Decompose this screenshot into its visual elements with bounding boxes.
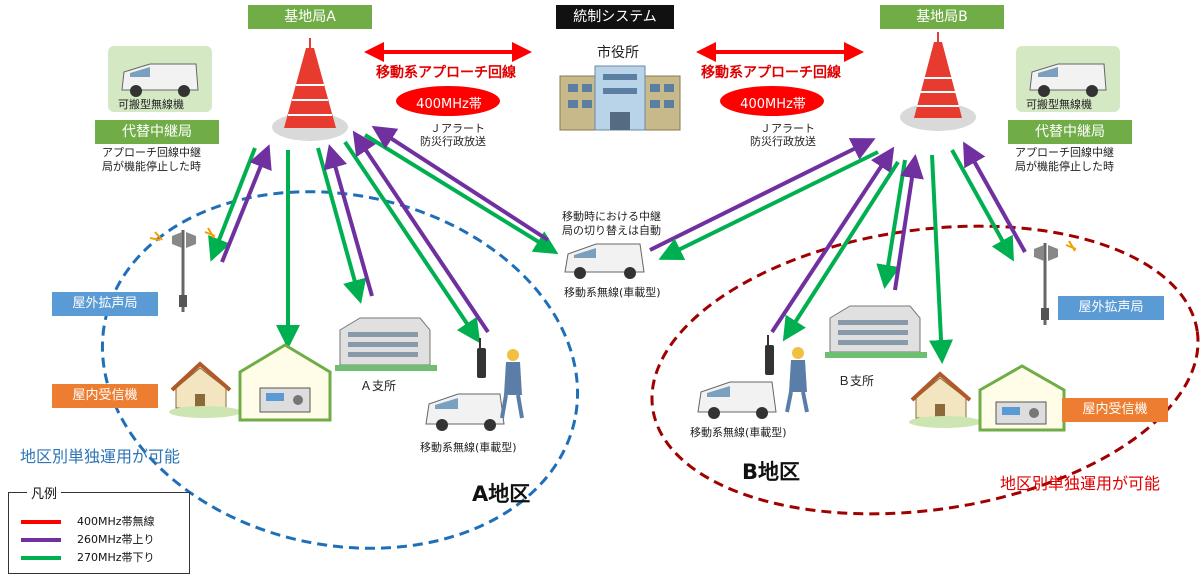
outdoor-speaker-a-icon [149, 227, 216, 312]
link-a-branch-green [316, 147, 367, 304]
band-badge-left-label: 400MHz帯 [416, 97, 482, 112]
indoor-receiver-left-label: 屋内受信機 [52, 384, 158, 408]
band-badge-right [720, 86, 824, 116]
person-a-icon [500, 349, 524, 419]
legend-title: 凡例 [27, 483, 62, 502]
mobile-van-center-icon [564, 243, 645, 279]
legend-item-270: 270MHz帯下り [21, 549, 155, 565]
base-station-a-label: 基地局A [248, 5, 372, 29]
indoor-receiver-right-label: 屋内受信機 [1062, 398, 1168, 422]
legend-item-260: 260MHz帯上り [21, 531, 155, 547]
link-a-mobile-green [363, 133, 559, 255]
portable-van-left-icon [121, 63, 199, 97]
legend-label-260: 260MHz帯上り [77, 533, 155, 546]
portable-radio-left-label: 可搬型無線機 [118, 98, 184, 111]
legend-swatch-green [21, 556, 61, 560]
portable-radio-right-label: 可搬型無線機 [1026, 98, 1092, 111]
mobile-b-label: 移動系無線(車載型) [690, 426, 787, 439]
branch-a-label: Ａ支所 [360, 379, 397, 393]
link-b-branch-purple [893, 154, 924, 291]
legend-item-400: 400MHz帯無線 [21, 513, 155, 529]
legend-label-270: 270MHz帯下り [77, 551, 155, 564]
relay-note-right-line1: アプローチ回線中継 [1015, 146, 1114, 159]
outdoor-station-left-label: 屋外拡声局 [52, 292, 158, 316]
link-a-outdoor-purple [220, 144, 272, 263]
branch-a-building-icon [335, 317, 437, 371]
mobile-van-b-icon [697, 381, 777, 419]
disaster-broadcast-right-label: 防災行政放送 [750, 135, 816, 148]
base-station-b-label: 基地局B [880, 5, 1004, 29]
jalert-right-label: Ｊアラート [760, 122, 815, 135]
link-b-mobile-purple [649, 138, 876, 252]
relay-note-right-line2: 局が機能停止した時 [1015, 160, 1114, 173]
control-system-label: 統制システム [556, 5, 674, 29]
disaster-broadcast-left-label: 防災行政放送 [420, 135, 486, 148]
independent-operation-left: 地区別単独運用が可能 [20, 447, 181, 466]
independent-operation-right: 地区別単独運用が可能 [1000, 474, 1161, 493]
link-b-portable-green [782, 160, 900, 342]
handheld-radio-a-icon [477, 338, 486, 378]
mobile-a-label: 移動系無線(車載型) [420, 441, 517, 454]
mobile-van-a-icon [425, 393, 505, 431]
relay-station-left-label: 代替中継局 [95, 120, 219, 144]
band-badge-right-label: 400MHz帯 [740, 97, 806, 112]
indoor-house-b-icon [909, 371, 981, 428]
district-b-boundary [650, 224, 1200, 516]
relay-station-right-label: 代替中継局 [1008, 120, 1132, 144]
jalert-left-label: Ｊアラート [430, 122, 485, 135]
relay-note-left-line1: アプローチ回線中継 [102, 146, 201, 159]
indoor-receiver-b-icon [978, 364, 1066, 432]
district-a-boundary [100, 190, 580, 550]
legend-swatch-purple [21, 538, 61, 542]
outdoor-speaker-b-icon [1034, 240, 1077, 325]
mobile-center-label: 移動系無線(車載型) [564, 286, 661, 299]
handheld-radio-b-icon [765, 335, 774, 375]
legend: 凡例 400MHz帯無線 260MHz帯上り 270MHz帯下り [8, 483, 190, 574]
outdoor-station-right-label: 屋外拡声局 [1058, 296, 1164, 320]
indoor-receiver-a-icon [238, 343, 332, 422]
city-hall-building-icon [559, 65, 681, 131]
district-a-label: A地区 [472, 482, 531, 506]
district-b-label: B地区 [742, 460, 801, 484]
band-badge-left [396, 86, 500, 116]
link-a-outdoor-green [208, 147, 257, 262]
link-b-indoor-green [929, 154, 954, 364]
switch-note-line2: 局の切り替えは自動 [562, 224, 661, 237]
legend-label-400: 400MHz帯無線 [77, 515, 155, 528]
switch-note-line1: 移動時における中継 [562, 210, 661, 223]
link-b-portable-purple [770, 146, 895, 334]
approach-line-right-label: 移動系アプローチ回線 [701, 65, 841, 81]
link-a-portable-green [343, 140, 481, 344]
link-a-mobile-purple [371, 125, 550, 242]
indoor-house-a-icon [169, 361, 241, 418]
link-a-branch-purple [323, 144, 374, 297]
link-a-portable-purple [352, 130, 490, 334]
branch-b-building-icon [825, 305, 927, 358]
link-b-mobile-green [658, 150, 879, 260]
link-b-outdoor-green [950, 149, 1014, 262]
tower-a-icon [272, 38, 348, 141]
branch-b-label: Ｂ支所 [838, 374, 875, 388]
person-b-icon [785, 347, 809, 413]
tower-b-icon [900, 32, 976, 131]
link-b-outdoor-purple [963, 141, 1027, 253]
portable-van-right-icon [1029, 63, 1107, 97]
relay-note-left-line2: 局が機能停止した時 [102, 160, 201, 173]
link-b-branch-green [876, 159, 907, 289]
legend-swatch-red [21, 520, 61, 524]
city-hall-label: 市役所 [597, 45, 639, 61]
approach-line-left-label: 移動系アプローチ回線 [376, 65, 516, 81]
